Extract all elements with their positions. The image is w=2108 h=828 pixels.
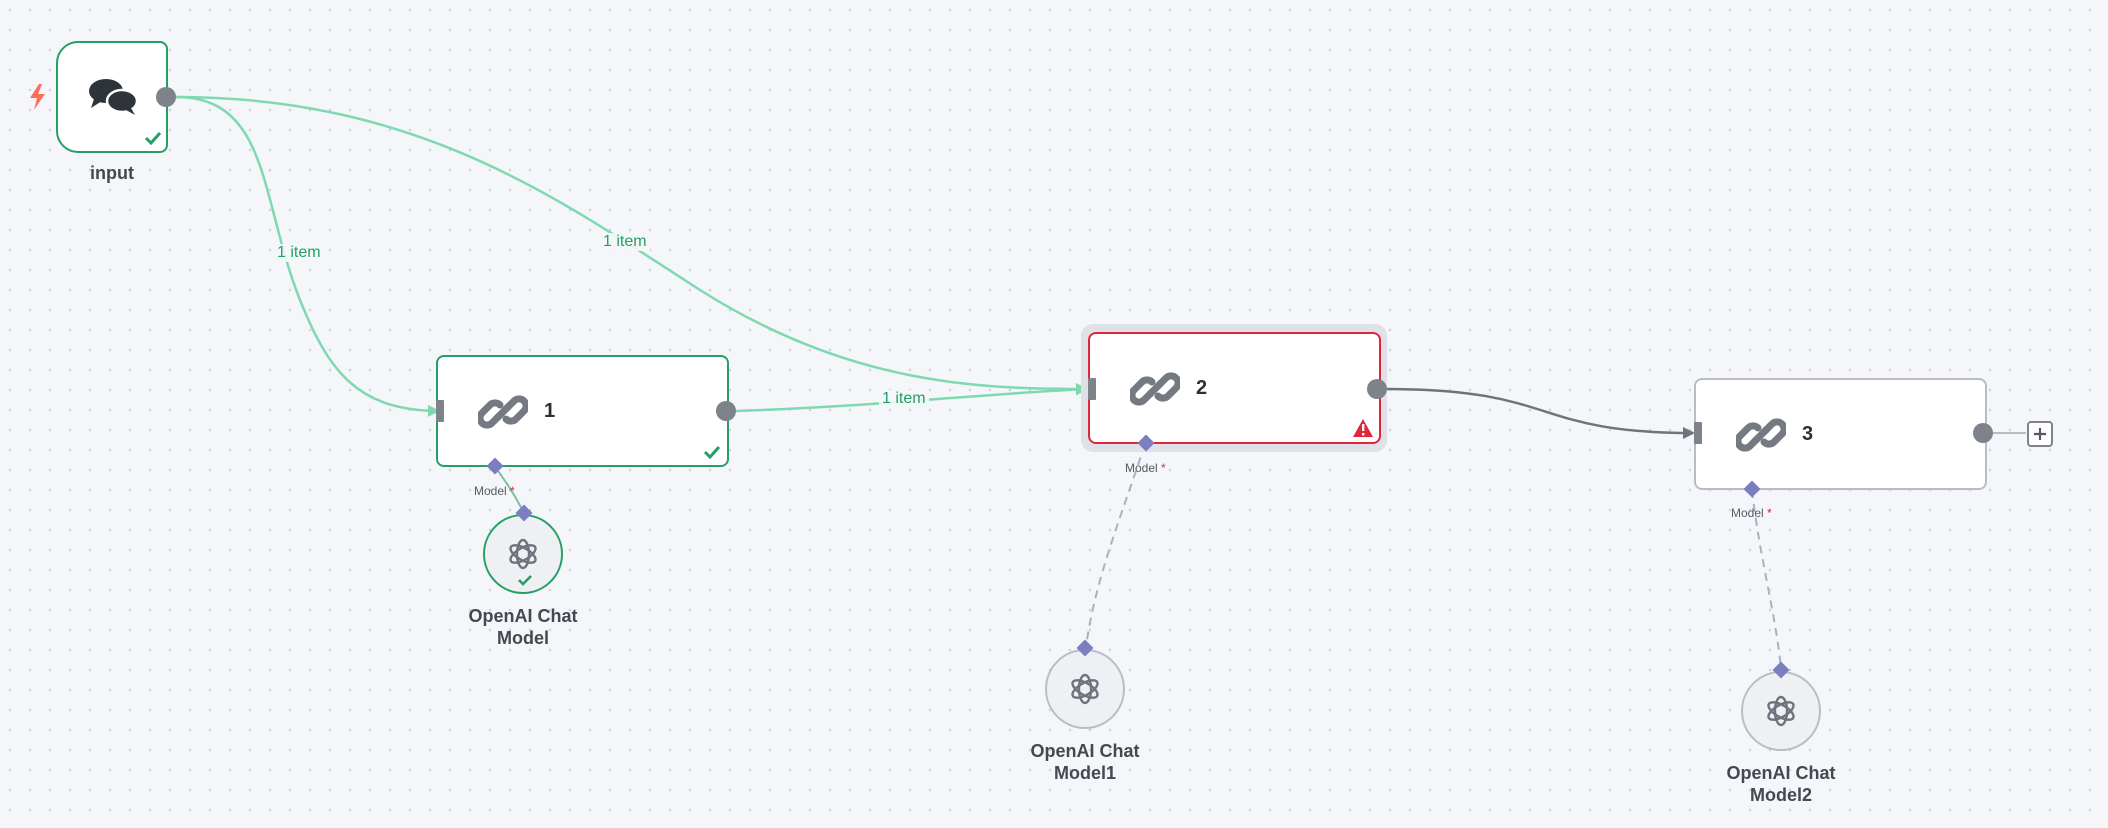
required-mark: * [510,484,515,498]
openai-chat-model2-node[interactable] [1741,671,1821,751]
model-link-3 [1751,489,1782,669]
node-3[interactable]: 3 [1694,378,1987,490]
required-mark: * [1161,461,1166,475]
node-3-input-handle[interactable] [1694,422,1702,444]
edge-label-1-to-2: 1 item [879,390,929,408]
input-output-handle[interactable] [156,87,176,107]
node-3-title: 3 [1802,423,1814,445]
openai-chat-model-label: OpenAI Chat Model [468,606,578,648]
model-link-2 [1085,443,1146,648]
openai-chat-model-node[interactable] [483,514,563,594]
chat-bubbles-icon [89,79,138,115]
input-node-label: input [90,163,134,183]
openai-chat-model1-label: OpenAI Chat Model1 [1030,741,1140,783]
node-2-model-tag: Model * [1125,461,1166,475]
openai-chat-model2-label: OpenAI Chat Model2 [1726,763,1836,805]
checkmark-icon [144,131,162,145]
model-tag-label: Model [474,484,507,498]
node-2-title: 2 [1196,377,1208,399]
add-node-button[interactable] [2027,421,2053,447]
warning-triangle-icon[interactable] [1352,418,1374,438]
openai-chat-model1-node[interactable] [1045,649,1125,729]
required-mark: * [1767,506,1772,520]
node-3-model-tag: Model * [1731,506,1772,520]
edge-label-input-to-1: 1 item [274,244,324,262]
openai-logo-icon [509,538,537,570]
edge-2-to-3[interactable] [1385,387,1695,439]
link-chain-icon [1736,418,1786,452]
node-3-output-handle[interactable] [1973,423,1993,443]
openai-logo-icon [1071,673,1099,705]
node-2-output-handle[interactable] [1367,379,1387,399]
node-2-input-handle[interactable] [1088,378,1096,400]
node-1-title: 1 [544,400,556,422]
node-1-model-tag: Model * [474,484,515,498]
node-2[interactable]: 2 [1088,332,1381,444]
checkmark-icon [703,445,721,459]
model-tag-label: Model [1731,506,1764,520]
plus-icon [2034,428,2046,440]
edge-label-input-to-2: 1 item [600,233,650,251]
model-tag-label: Model [1125,461,1158,475]
input-node[interactable] [56,41,168,153]
edge-input-to-1[interactable] [175,95,440,417]
edge-input-to-2[interactable] [175,95,1088,395]
checkmark-icon [518,575,532,586]
openai-logo-icon [1767,695,1795,727]
node-1-output-handle[interactable] [716,401,736,421]
lightning-bolt-icon [30,84,45,110]
node-1-input-handle[interactable] [436,400,444,422]
link-chain-icon [1130,372,1180,406]
link-chain-icon [478,395,528,429]
node-1[interactable]: 1 [436,355,729,467]
